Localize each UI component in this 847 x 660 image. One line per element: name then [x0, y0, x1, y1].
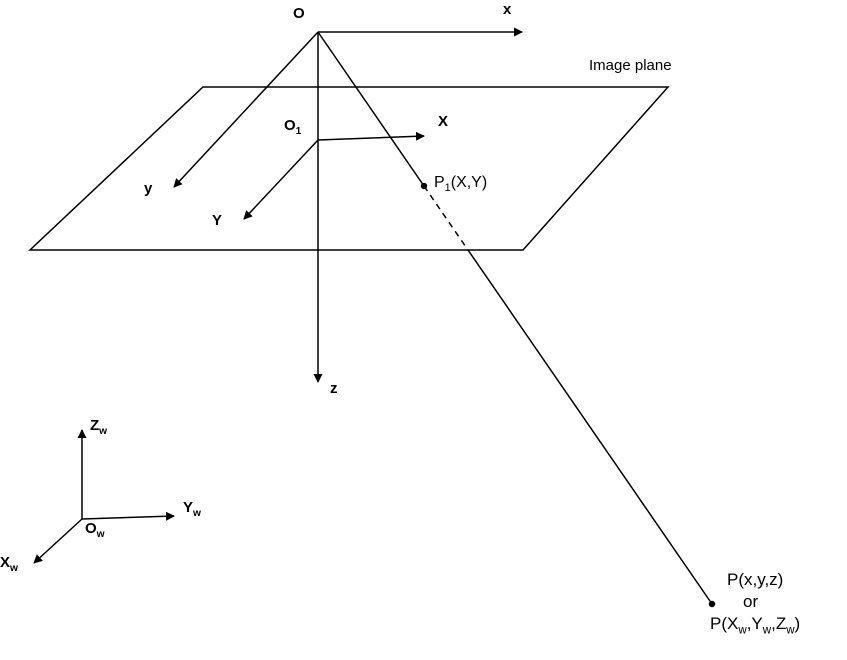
image-Y-axis-text: Y — [212, 212, 223, 229]
label-camera-z-axis: z — [330, 381, 338, 396]
image-plane-outline — [28, 86, 670, 251]
world-Yw-sub-text: w — [193, 508, 201, 519]
label-camera-y-axis: y — [144, 181, 152, 196]
world-Yw-axis-arrow — [81, 511, 175, 521]
label-world-Zw-axis: Zw — [90, 417, 107, 437]
camera-y-axis-arrow — [173, 31, 319, 188]
camera-origin-text: O — [293, 5, 305, 22]
projection-ray-to-P — [467, 249, 713, 605]
image-Y-axis-arrow — [243, 139, 319, 220]
world-Zw-base-text: Z — [90, 417, 100, 434]
image-origin-base-text: O — [284, 117, 296, 134]
label-image-X-axis: X — [438, 114, 448, 129]
p-world-c-text: ,Z — [771, 614, 787, 633]
point-P1-dot — [420, 182, 428, 190]
camera-z-axis-text: z — [330, 380, 338, 397]
label-world-origin: Ow — [85, 520, 105, 540]
p-world-s3-text: w — [786, 624, 795, 637]
label-world-Yw-axis: Yw — [183, 499, 201, 519]
world-Xw-axis-arrow — [33, 518, 83, 564]
p-camera-coords-text: P(x,y,z) — [727, 570, 784, 589]
camera-x-axis-text: x — [503, 1, 512, 18]
label-image-Y-axis: Y — [212, 213, 222, 228]
world-Xw-sub-text: w — [10, 563, 18, 574]
p-world-d-text: ) — [794, 614, 801, 633]
projection-ray-dashed-segment — [423, 185, 469, 251]
image-X-axis-arrow — [317, 131, 425, 141]
image-origin-sub-text: 1 — [295, 126, 302, 137]
label-image-plane: Image plane — [589, 58, 672, 73]
label-point-P-world-coords: P(Xw,Yw,Zw) — [710, 614, 801, 636]
label-point-P-or: or — [743, 593, 758, 610]
world-origin-sub-text: w — [96, 529, 105, 540]
world-Xw-base-text: X — [0, 554, 11, 571]
p1-sub-text: 1 — [444, 182, 451, 195]
image-plane-text: Image plane — [589, 57, 672, 74]
p1-base-text: P — [434, 174, 445, 191]
p1-rest-text: (X,Y) — [450, 174, 488, 191]
camera-y-axis-text: y — [144, 180, 153, 197]
p-world-a-text: P(X — [710, 614, 739, 633]
p-world-b-text: ,Y — [746, 614, 763, 633]
p-world-s1-text: w — [738, 624, 747, 637]
label-point-P-camera-coords: P(x,y,z) — [727, 571, 783, 588]
p-or-text: or — [743, 592, 759, 611]
label-camera-origin: O — [293, 6, 305, 21]
point-P-dot — [708, 600, 716, 608]
world-Yw-base-text: Y — [183, 499, 194, 516]
image-X-axis-text: X — [438, 113, 449, 130]
world-Zw-sub-text: w — [99, 426, 108, 437]
projection-ray-O-to-P1 — [317, 31, 425, 187]
label-world-Xw-axis: Xw — [0, 554, 18, 574]
p-world-s2-text: w — [762, 624, 772, 637]
world-origin-base-text: O — [85, 520, 97, 537]
label-camera-x-axis: x — [503, 2, 511, 17]
label-point-P1: P1(X,Y) — [434, 174, 488, 195]
label-image-origin: O1 — [284, 117, 301, 137]
